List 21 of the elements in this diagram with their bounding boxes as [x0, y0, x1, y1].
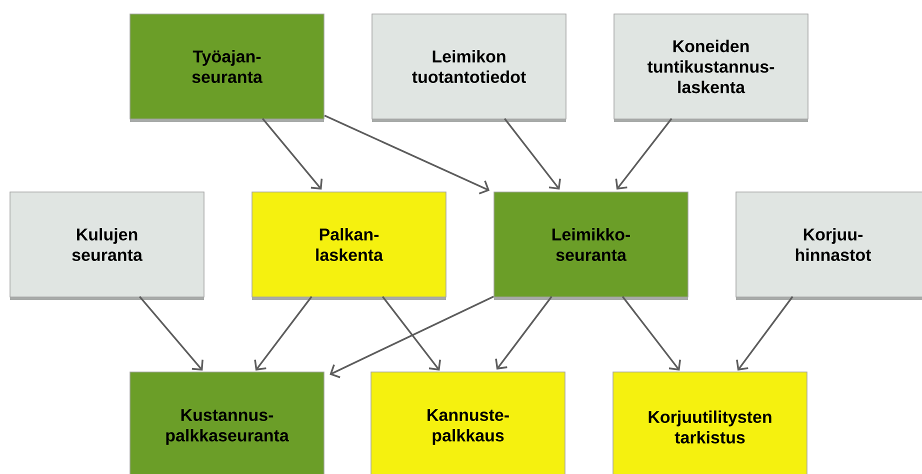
arrow: [622, 296, 681, 371]
process-box: Leimikon tuotantotiedot: [372, 14, 566, 122]
process-box: Kannuste- palkkaus: [370, 372, 566, 474]
arrow: [495, 296, 552, 370]
arrow: [330, 296, 494, 378]
arrow: [615, 118, 672, 190]
process-box: Palkan- laskenta: [252, 192, 446, 300]
arrow: [138, 296, 204, 371]
arrow: [504, 118, 561, 190]
process-box: Leimikko- seuranta: [494, 192, 688, 300]
arrow: [382, 296, 441, 371]
arrow: [262, 118, 323, 190]
process-box: Korjuu- hinnastot: [736, 192, 922, 300]
process-box: Kustannus- palkkaseuranta: [130, 372, 324, 474]
process-box: Koneiden tuntikustannus- laskenta: [614, 14, 808, 122]
process-box: Työajan- seuranta: [130, 14, 324, 122]
arrow: [324, 114, 490, 194]
arrow: [736, 296, 794, 371]
process-box: Korjuutilitysten tarkistus: [612, 372, 808, 474]
process-box: Kulujen seuranta: [10, 192, 204, 300]
arrow: [254, 296, 312, 371]
